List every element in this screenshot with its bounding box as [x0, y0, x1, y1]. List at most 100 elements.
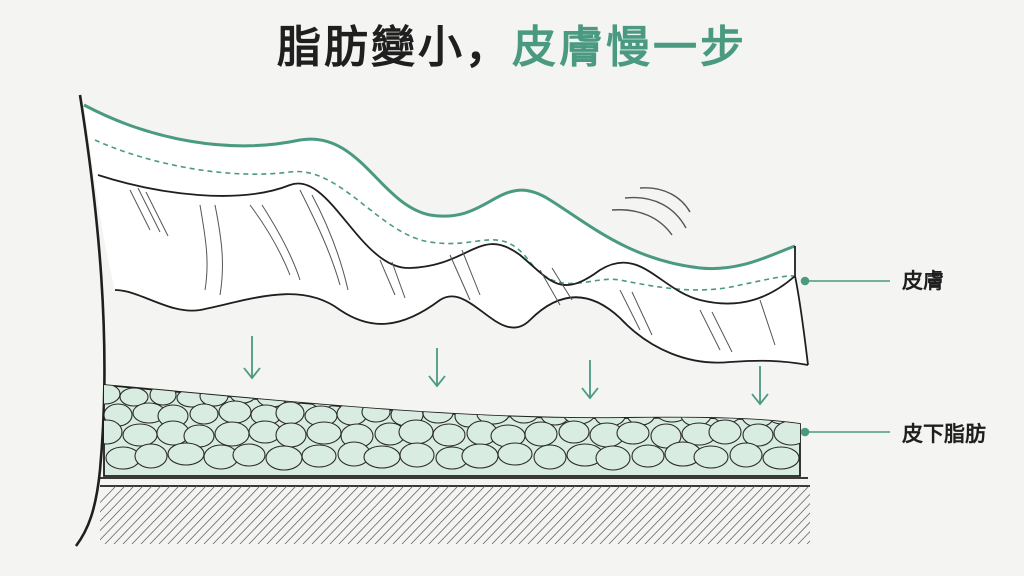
hatch-line [536, 486, 594, 544]
fat-cell [363, 445, 401, 469]
hatch-line [518, 486, 576, 544]
hatch-line [581, 486, 639, 544]
hatch-line [383, 486, 441, 544]
fat-cell [104, 385, 121, 405]
hatch-line [446, 486, 504, 544]
hatch-line [302, 486, 360, 544]
hatch-line [770, 503, 810, 544]
hatch-line [500, 486, 558, 544]
fat-cell [218, 400, 252, 424]
arrow-down-icon-1 [243, 336, 261, 380]
hatch-line [725, 486, 783, 544]
skin-motion-marks [611, 187, 691, 236]
fat-cell [232, 443, 266, 467]
arrow-down-icon-3 [581, 360, 599, 400]
fat-cell [301, 444, 337, 468]
fat-cell [119, 387, 149, 407]
fat-cell [716, 388, 744, 408]
hatch-line [671, 486, 729, 544]
hatch-line [374, 486, 432, 544]
hatch-line [212, 486, 270, 544]
label-skin: 皮膚 [902, 269, 944, 293]
hatch-line [644, 486, 702, 544]
fat-cell [398, 419, 434, 445]
hatch-line [230, 486, 288, 544]
fat-cell [766, 385, 796, 404]
hatch-line [221, 486, 279, 544]
hatch-line [608, 486, 666, 544]
fat-cell [469, 385, 497, 407]
hatch-line [266, 486, 324, 544]
hatch-line [617, 486, 675, 544]
leader-dot-skin [800, 276, 810, 286]
hatch-line [410, 486, 468, 544]
hatch-line [100, 486, 135, 522]
fat-cell [533, 444, 567, 470]
hatch-line [509, 486, 567, 544]
fat-cell [729, 442, 763, 468]
fat-cell [167, 442, 205, 466]
fat-cell [686, 385, 716, 406]
fat-cell [122, 423, 158, 447]
fat-cell [416, 385, 448, 406]
hatch-line [734, 486, 792, 544]
fat-cell [366, 385, 396, 405]
leader-dot-fat [800, 427, 810, 437]
label-subcutaneous-fat: 皮下脂肪 [902, 422, 986, 446]
hatch-line [203, 486, 261, 544]
hatch-line [788, 521, 810, 544]
hatch-line [100, 486, 126, 513]
fat-cell [275, 401, 305, 425]
hatch-line [428, 486, 486, 544]
hatch-line [311, 486, 369, 544]
hatch-line [527, 486, 585, 544]
hatch-line [554, 486, 612, 544]
hatch-line [149, 486, 207, 544]
fat-cell [389, 387, 417, 407]
title-part-skin-lags: 皮膚慢一步 [512, 22, 747, 73]
hatch-line [599, 486, 657, 544]
hatch-line [653, 486, 711, 544]
hatch-line [239, 486, 297, 544]
fat-cells [104, 385, 800, 471]
arrow-down-icon-2 [428, 348, 446, 388]
hatch-line [626, 486, 684, 544]
skin-wrinkle-hatching [129, 187, 776, 353]
hatch-line [284, 486, 342, 544]
hatch-line [356, 486, 414, 544]
downward-arrows [243, 336, 769, 406]
fat-cell [558, 420, 590, 444]
hatch-line [167, 486, 225, 544]
fat-cell [265, 445, 303, 471]
fat-cell [631, 444, 665, 468]
hatch-line [761, 493, 810, 544]
hatch-line [689, 486, 747, 544]
hatch-line [113, 486, 171, 544]
hatch-line [185, 486, 243, 544]
hatch-line [419, 486, 477, 544]
arrow-down-icon-4 [751, 366, 769, 406]
hatch-line [834, 486, 890, 544]
hatch-line [401, 486, 459, 544]
hatch-line [176, 486, 234, 544]
hatch-line [338, 486, 396, 544]
title-part-fat-shrinks: 脂肪變小， [277, 22, 512, 73]
fat-cell [524, 421, 558, 447]
fat-cell [576, 387, 608, 409]
hatch-line [329, 486, 387, 544]
base-tissue [100, 477, 890, 544]
skin-layer [84, 105, 808, 365]
skin-right-edge [794, 246, 809, 366]
skin-bottom-line [114, 289, 809, 366]
hatch-line [743, 486, 801, 544]
fat-cell [562, 401, 596, 425]
hatch-line [320, 486, 378, 544]
skin-inner-line [97, 174, 796, 305]
fat-cell [693, 445, 729, 469]
fat-cell [650, 423, 682, 449]
fat-cell [742, 423, 774, 447]
fat-cell [526, 386, 556, 408]
hatch-line [464, 486, 522, 544]
fat-cell [229, 385, 257, 404]
